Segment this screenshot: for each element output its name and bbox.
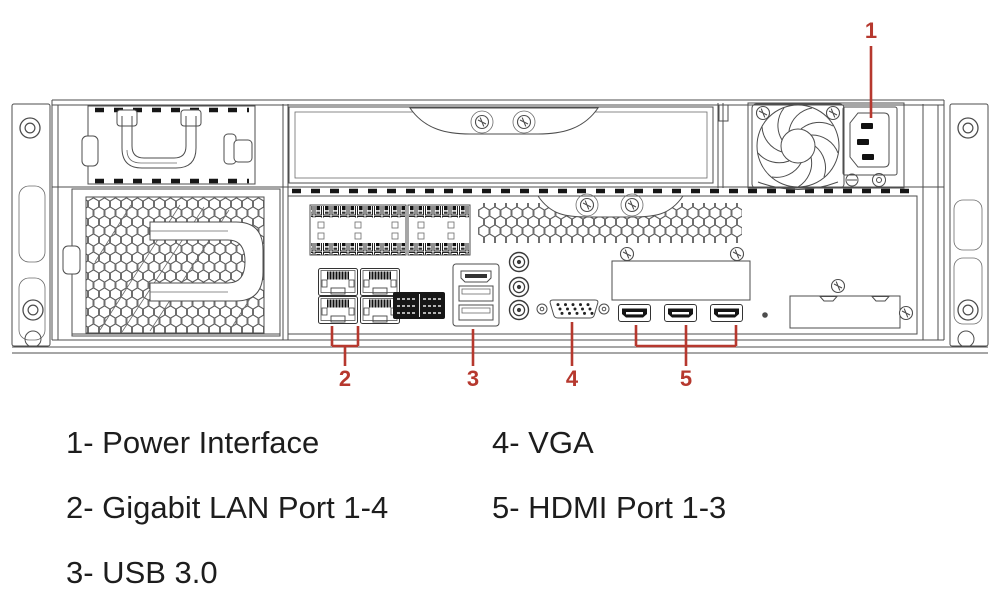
psu-bay-handle (116, 109, 202, 169)
fan-screw (755, 105, 771, 121)
lan-port-3 (318, 296, 358, 324)
callout-number-1: 1 (865, 18, 877, 43)
usb-port-2 (458, 304, 494, 321)
panel-screw (579, 197, 595, 213)
sfp-ports (393, 292, 445, 319)
ear-screw-hole (22, 299, 44, 321)
hdmi-ports (618, 304, 743, 322)
fan-grille (62, 188, 281, 337)
lan-port-1 (318, 268, 358, 296)
bay-screw (516, 114, 532, 130)
ear-screw-hole (957, 117, 979, 139)
bay-screw (474, 114, 490, 130)
legend-item-usb: 3- USB 3.0 (66, 555, 218, 590)
terminal-block-right (407, 204, 471, 256)
audio-jack-1 (508, 251, 530, 273)
terminal-block-left (309, 204, 407, 256)
panel-indicator-dot (762, 312, 768, 318)
callout-power-interface: 1 (865, 18, 877, 118)
power-interface-port (842, 106, 898, 187)
slot-screw (898, 305, 914, 321)
audio-jack-3 (508, 299, 530, 321)
left-rack-ear (11, 103, 51, 348)
slot-screw (830, 278, 846, 294)
callouts: 1 2 3 4 5 (330, 18, 877, 391)
callout-lan-ports: 2 (330, 326, 360, 391)
fan-tray-latch (62, 245, 81, 275)
psu-bay-latch (81, 135, 99, 167)
power-supply-module (747, 102, 905, 190)
legend-item-power-interface: 1- Power Interface (66, 425, 320, 460)
legend-item-vga: 4- VGA (492, 425, 594, 460)
psu-blank-bay (81, 105, 256, 185)
blank-plate (611, 246, 751, 301)
callout-number-4: 4 (566, 366, 579, 391)
legend-column-2: 4- VGA 5- HDMI Port 1-3 (492, 410, 726, 540)
psu-fan (751, 103, 845, 190)
hdmi-port-3 (710, 304, 743, 322)
callout-usb: 3 (467, 329, 479, 391)
io-panel (287, 193, 918, 335)
hdmi-port-2 (664, 304, 697, 322)
audio-jack-2 (508, 276, 530, 298)
legend-column-1: 1- Power Interface 2- Gigabit LAN Port 1… (66, 410, 388, 600)
usb-ports (452, 263, 500, 327)
callout-vga: 4 (566, 322, 579, 391)
legend-item-hdmi: 5- HDMI Port 1-3 (492, 490, 727, 525)
usb-port-1 (458, 285, 494, 302)
hdmi-port-1 (618, 304, 651, 322)
ear-screw-hole (19, 117, 41, 139)
right-expansion-slot (789, 278, 914, 329)
audio-jacks (508, 251, 530, 321)
ear-screw-hole (957, 299, 979, 321)
plate-screw (619, 246, 635, 262)
fan-screw (825, 105, 841, 121)
lan-port-2 (360, 268, 400, 296)
panel-screw (624, 197, 640, 213)
legend-item-lan-ports: 2- Gigabit LAN Port 1-4 (66, 490, 389, 525)
callout-number-3: 3 (467, 366, 479, 391)
lan-ports (318, 268, 400, 324)
expansion-bay-cover (288, 106, 714, 184)
callout-hdmi: 5 (634, 325, 738, 391)
vga-port (536, 299, 610, 319)
plate-screw (729, 246, 745, 262)
callout-number-5: 5 (680, 366, 692, 391)
callout-number-2: 2 (339, 366, 351, 391)
right-rack-ear (949, 103, 989, 348)
